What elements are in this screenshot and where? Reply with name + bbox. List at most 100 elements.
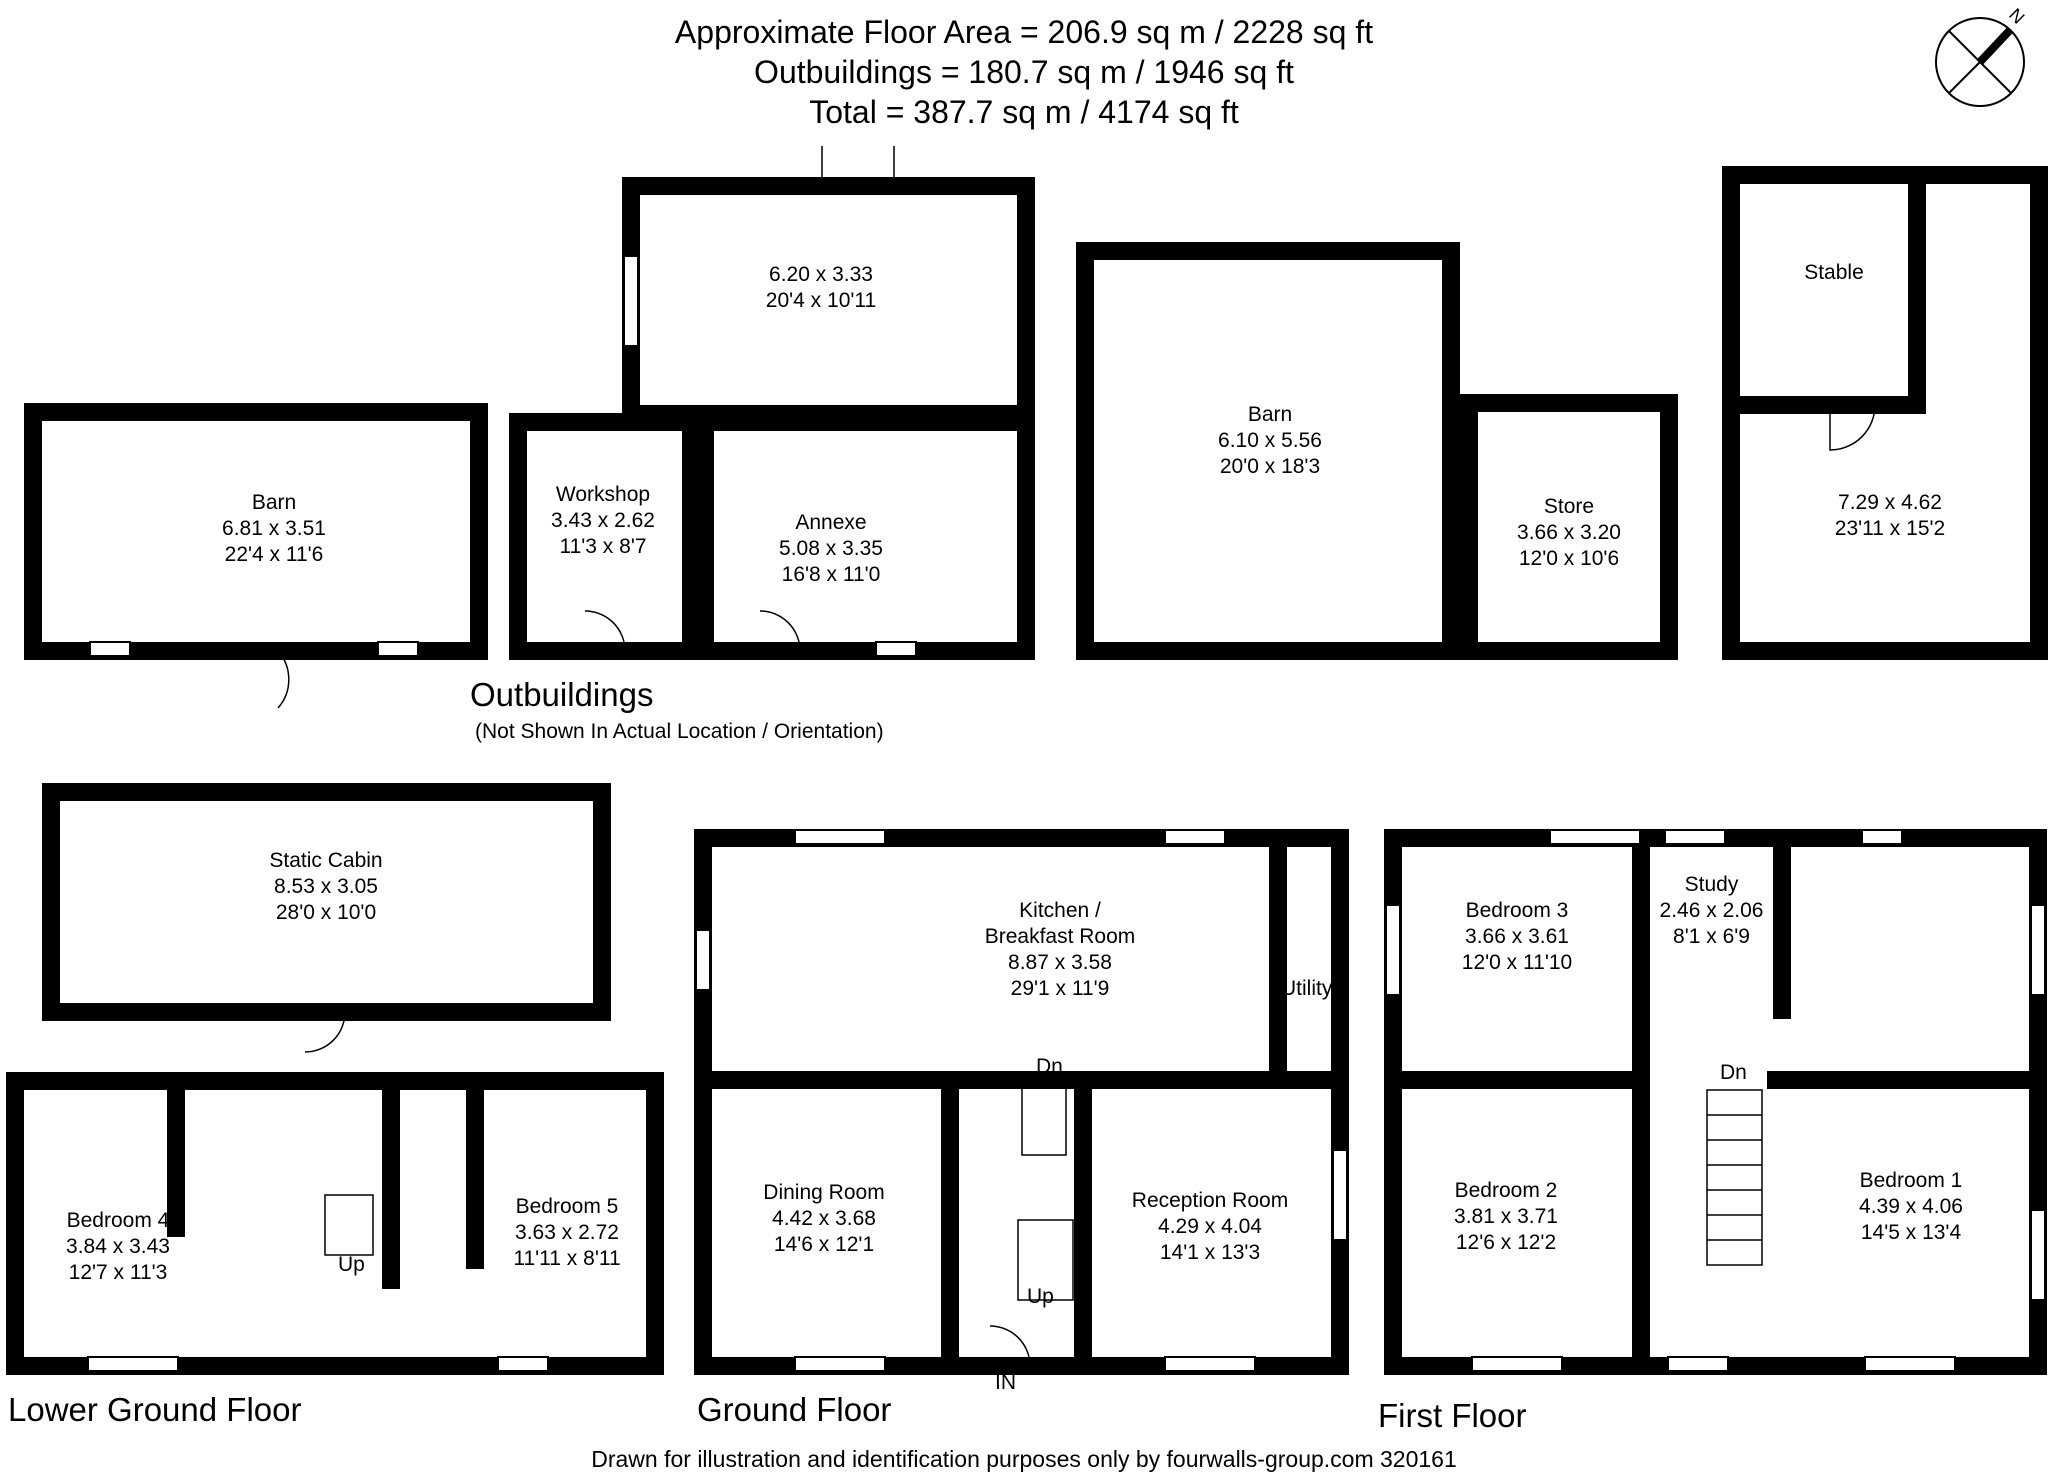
window xyxy=(1164,829,1226,845)
kitchen-metric: 8.87 x 3.58 xyxy=(1008,951,1112,974)
store-imperial: 12'0 x 10'6 xyxy=(1518,547,1620,570)
workshop-name: Workshop xyxy=(555,483,651,506)
first-floor-title: First Floor xyxy=(1378,1397,1527,1434)
kitchen-name-2: Breakfast Room xyxy=(984,925,1136,948)
reception-metric: 4.29 x 4.04 xyxy=(1158,1215,1262,1238)
barn-left-metric: 6.81 x 3.51 xyxy=(222,517,326,540)
barn-mid-walls xyxy=(1076,242,1460,660)
reception-imperial: 14'1 x 13'3 xyxy=(1159,1241,1261,1264)
stairs-first-down xyxy=(1706,1089,1763,1266)
lower-ground-floor-title: Lower Ground Floor xyxy=(8,1391,302,1428)
bedroom3-metric: 3.66 x 3.61 xyxy=(1465,925,1569,948)
window xyxy=(2030,1209,2046,1301)
window xyxy=(875,641,917,657)
annexe-upper-imperial: 20'4 x 10'11 xyxy=(765,289,877,312)
window xyxy=(1864,1356,1956,1372)
bedroom1-metric: 4.39 x 4.06 xyxy=(1859,1195,1963,1218)
workshop-imperial: 11'3 x 8'7 xyxy=(559,535,647,558)
study-imperial: 8'1 x 6'9 xyxy=(1673,925,1750,948)
dining-imperial: 14'6 x 12'1 xyxy=(773,1233,875,1256)
stable-name: Stable xyxy=(1804,261,1864,284)
window xyxy=(794,1356,886,1372)
static-cabin-imperial: 28'0 x 10'0 xyxy=(275,901,377,924)
stairs-ground-down xyxy=(1021,1084,1067,1156)
workshop-metric: 3.43 x 2.62 xyxy=(551,509,655,532)
store-metric: 3.66 x 3.20 xyxy=(1517,521,1621,544)
utility-name: Utility xyxy=(1281,977,1333,1000)
barn-mid-metric: 6.10 x 5.56 xyxy=(1218,429,1322,452)
bedroom3-imperial: 12'0 x 11'10 xyxy=(1461,951,1573,974)
store-name: Store xyxy=(1543,495,1595,518)
outbuildings-title: Outbuildings xyxy=(470,676,654,713)
study-name: Study xyxy=(1684,873,1739,896)
window xyxy=(497,1356,549,1372)
bedroom1-name: Bedroom 1 xyxy=(1859,1169,1963,1192)
window xyxy=(1385,904,1401,996)
stairs-dn-first-label: Dn xyxy=(1720,1061,1747,1084)
barn-mid-imperial: 20'0 x 18'3 xyxy=(1219,455,1321,478)
footer-credit: Drawn for illustration and identificatio… xyxy=(591,1446,1457,1472)
total-area-line: Total = 387.7 sq m / 4174 sq ft xyxy=(809,94,1239,130)
barn-left-name: Barn xyxy=(251,491,297,514)
entrance-label: IN xyxy=(995,1371,1016,1394)
stairs-up-ground-label: Up xyxy=(1027,1285,1054,1308)
window xyxy=(1332,1149,1348,1241)
barn-left-imperial: 22'4 x 11'6 xyxy=(224,543,324,566)
lower-ground-walls xyxy=(6,1072,664,1375)
compass-rose xyxy=(1935,17,2025,107)
door-swing xyxy=(235,650,290,709)
door-swing xyxy=(759,610,801,652)
bedroom5-imperial: 11'11 x 8'11 xyxy=(513,1247,621,1270)
window xyxy=(1664,829,1726,845)
bedroom1-imperial: 14'5 x 13'4 xyxy=(1860,1221,1962,1244)
window xyxy=(1164,1356,1256,1372)
door-swing xyxy=(304,1011,346,1053)
stairs-up-lower-label: Up xyxy=(338,1253,365,1276)
dining-metric: 4.42 x 3.68 xyxy=(772,1207,876,1230)
bedroom2-name: Bedroom 2 xyxy=(1454,1179,1558,1202)
bedroom5-name: Bedroom 5 xyxy=(515,1195,619,1218)
bedroom4-imperial: 12'7 x 11'3 xyxy=(68,1261,168,1284)
annexe-name: Annexe xyxy=(795,511,867,534)
annexe-metric: 5.08 x 3.35 xyxy=(779,537,883,560)
outbuildings-area-line: Outbuildings = 180.7 sq m / 1946 sq ft xyxy=(754,54,1294,90)
bedroom2-metric: 3.81 x 3.71 xyxy=(1454,1205,1558,1228)
window xyxy=(695,929,711,991)
bedroom4-name: Bedroom 4 xyxy=(66,1209,170,1232)
window xyxy=(87,1356,179,1372)
floor-area-line: Approximate Floor Area = 206.9 sq m / 22… xyxy=(674,14,1374,50)
kitchen-imperial: 29'1 x 11'9 xyxy=(1010,977,1110,1000)
ground-floor-title: Ground Floor xyxy=(697,1391,892,1428)
stable-block-imperial: 23'11 x 15'2 xyxy=(1834,517,1946,540)
annexe-upper-metric: 6.20 x 3.33 xyxy=(769,263,873,286)
bedroom3-name: Bedroom 3 xyxy=(1465,899,1569,922)
static-cabin-name: Static Cabin xyxy=(269,849,383,872)
window xyxy=(794,829,886,845)
door-swing xyxy=(584,610,626,652)
stairs-ground-up xyxy=(1017,1219,1074,1301)
bedroom2-imperial: 12'6 x 12'2 xyxy=(1455,1231,1557,1254)
bedroom4-metric: 3.84 x 3.43 xyxy=(66,1235,170,1258)
door-swing xyxy=(821,146,895,186)
window xyxy=(1667,1356,1729,1372)
store-walls xyxy=(1460,394,1678,660)
study-metric: 2.46 x 2.06 xyxy=(1659,899,1764,922)
window xyxy=(377,641,419,657)
reception-name: Reception Room xyxy=(1131,1189,1289,1212)
stairs-lower-ground xyxy=(324,1194,374,1256)
annexe-imperial: 16'8 x 11'0 xyxy=(781,563,881,586)
dining-name: Dining Room xyxy=(763,1181,885,1204)
bedroom5-metric: 3.63 x 2.72 xyxy=(515,1221,619,1244)
stairs-dn-ground-label: Dn xyxy=(1036,1055,1063,1078)
window xyxy=(623,255,639,347)
window xyxy=(1861,829,1903,845)
window xyxy=(89,641,131,657)
barn-mid-name: Barn xyxy=(1247,403,1293,426)
static-cabin-metric: 8.53 x 3.05 xyxy=(274,875,378,898)
window xyxy=(2030,904,2046,996)
outbuildings-note: (Not Shown In Actual Location / Orientat… xyxy=(475,720,884,743)
window xyxy=(1471,1356,1563,1372)
door-swing xyxy=(989,1325,1031,1367)
kitchen-name-1: Kitchen / xyxy=(1019,899,1101,922)
